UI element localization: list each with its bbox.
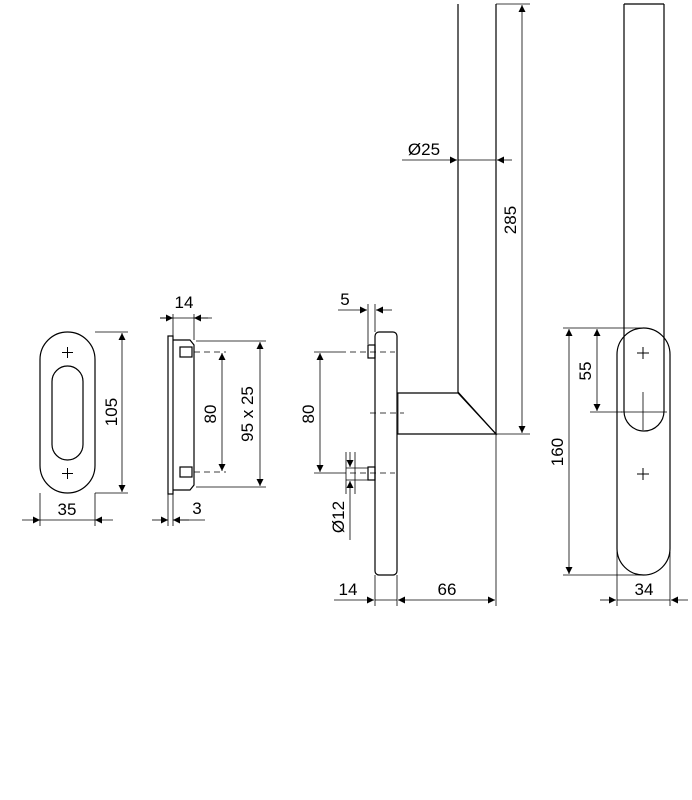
- label-handle-base-depth: 14: [339, 580, 358, 599]
- label-front-height: 160: [548, 438, 567, 466]
- label-side-depth-top: 14: [175, 293, 194, 312]
- handle-base-plate: [374, 331, 398, 576]
- rosette-front-view: 105 35: [22, 331, 128, 526]
- label-front-offset: 55: [576, 362, 595, 381]
- rosette-outline: [39, 331, 96, 494]
- rosette-screw-top-mark: [62, 347, 73, 358]
- handle-neck: [397, 392, 498, 435]
- handle-screw-top: [367, 344, 376, 359]
- label-side-screw-spacing: 80: [201, 405, 220, 424]
- side-screw-bottom: [179, 466, 193, 478]
- side-screw-top: [179, 346, 193, 358]
- label-handle-screw-spacing: 80: [299, 405, 318, 424]
- front-screw-bottom-mark: [637, 468, 649, 480]
- label-handle-offset-top: 5: [340, 290, 349, 309]
- rosette-screw-bottom-mark: [62, 468, 73, 479]
- side-plate: [167, 335, 174, 495]
- front-rod-end: [623, 345, 665, 432]
- label-side-size: 95 x 25: [238, 386, 257, 442]
- rosette-side-view: 14 80 95 x 25 3: [152, 293, 266, 526]
- label-rosette-height: 105: [102, 398, 121, 426]
- label-side-depth-bottom: 3: [192, 499, 201, 518]
- front-base-plate: [616, 327, 671, 576]
- label-handle-rod-diameter: Ø25: [408, 140, 440, 159]
- handle-front-view: 160 55 34: [548, 3, 688, 606]
- side-body: [173, 339, 195, 491]
- rosette-slot: [51, 365, 84, 461]
- label-handle-projection: 66: [438, 580, 457, 599]
- label-handle-height: 285: [501, 206, 520, 234]
- handle-screw-bottom: [367, 466, 376, 481]
- front-screw-top-mark: [637, 347, 649, 359]
- label-front-width: 34: [635, 580, 654, 599]
- label-handle-screw-diameter: Ø12: [329, 501, 348, 533]
- label-rosette-width: 35: [58, 500, 77, 519]
- handle-rod: [457, 4, 497, 436]
- handle-side-view: 285 Ø25 5 80 Ø12 14 66: [299, 3, 530, 606]
